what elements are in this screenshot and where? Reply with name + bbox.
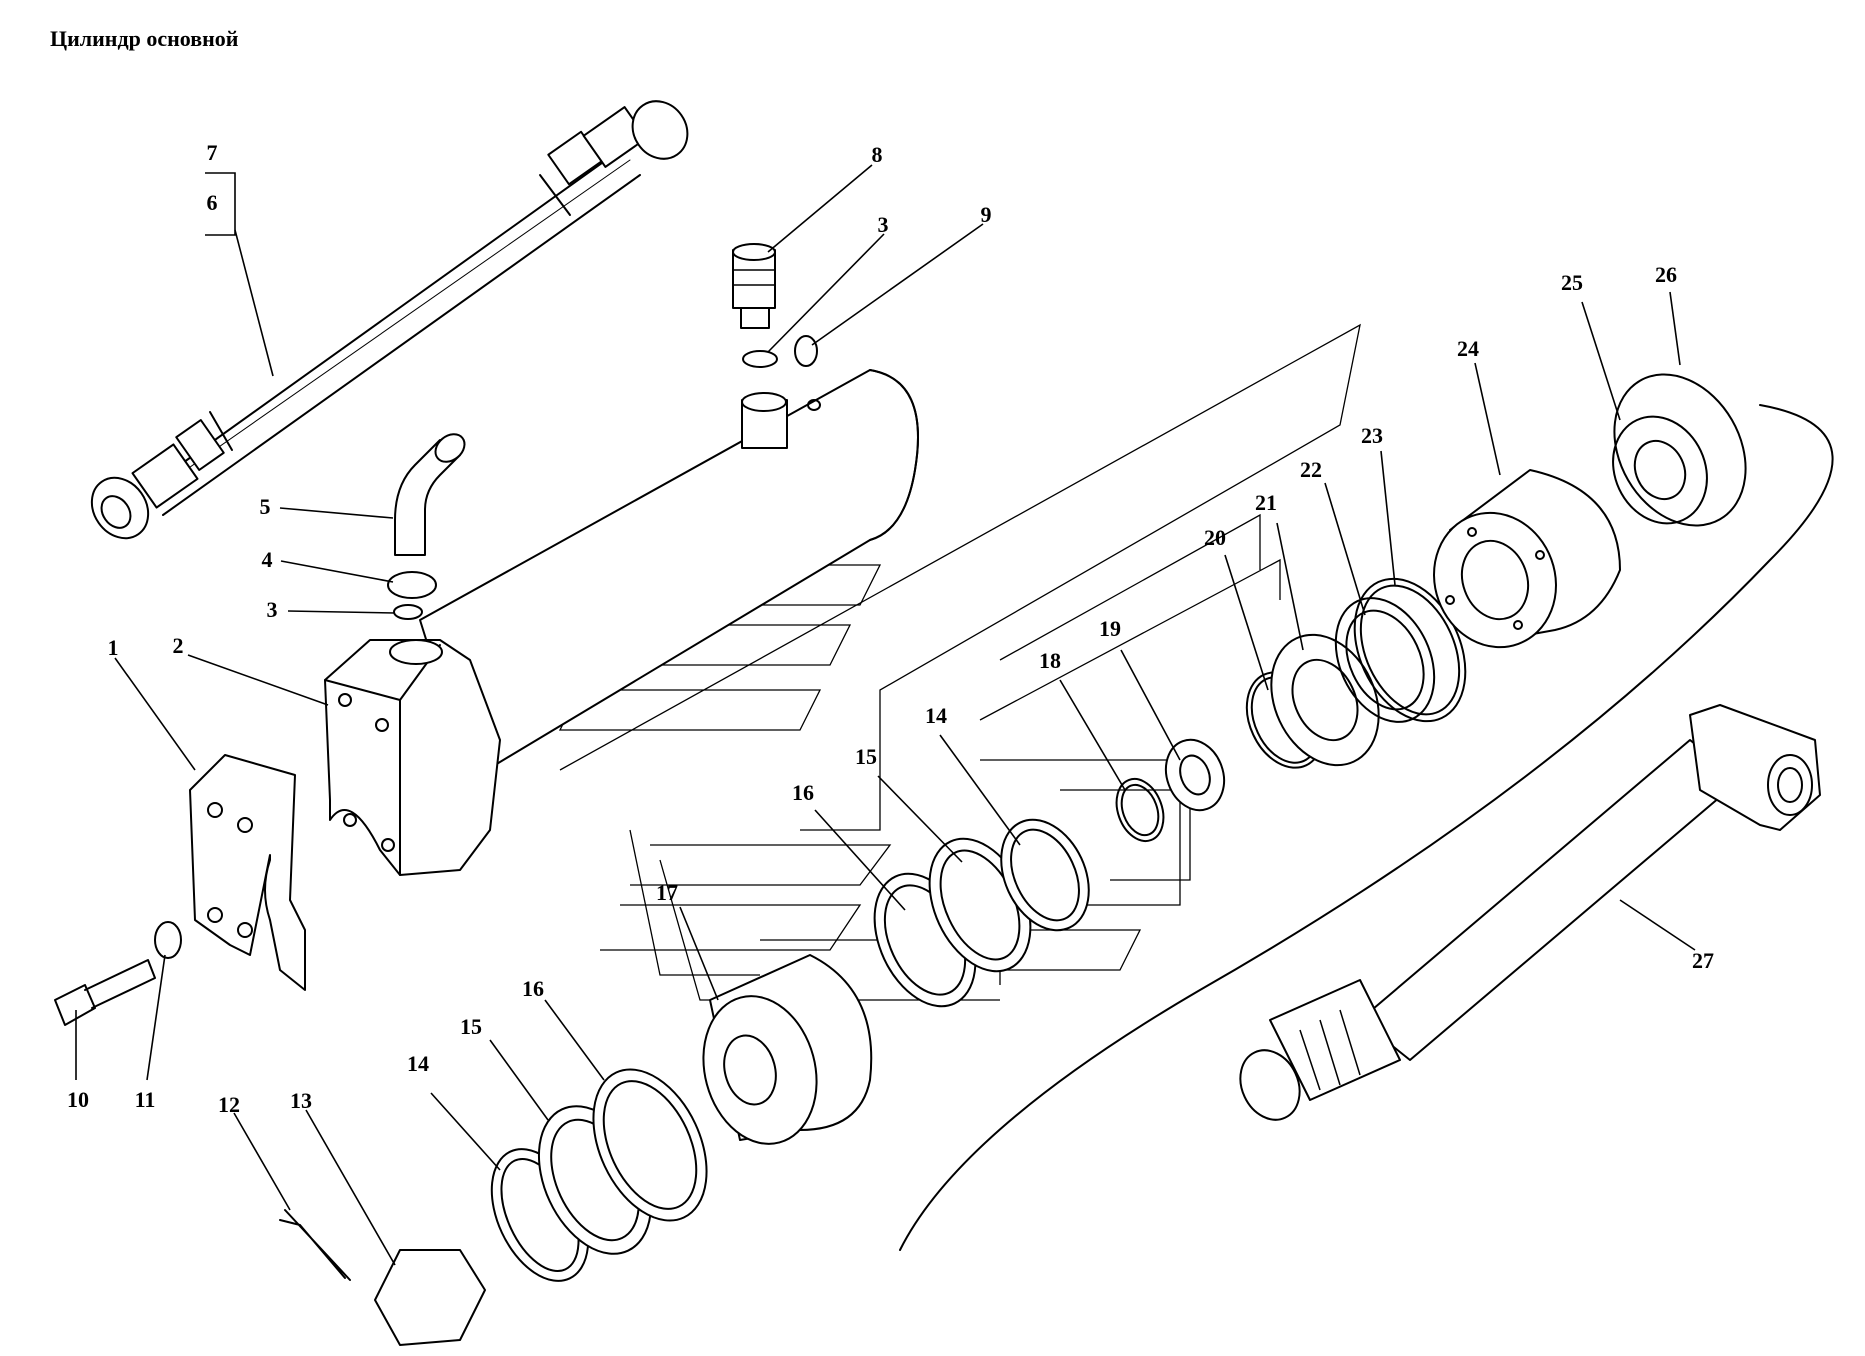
- snap-ring-18: [1115, 778, 1165, 842]
- callout-10: 10: [67, 1087, 89, 1112]
- callout-15-lower: 15: [460, 1014, 482, 1039]
- retaining-ring-26: [1613, 373, 1747, 527]
- castle-nut-13: [374, 1249, 486, 1346]
- callout-2: 2: [173, 633, 184, 658]
- piston-rod-27: [1239, 704, 1821, 1121]
- clamp-half-1: [189, 754, 306, 991]
- piston-17: [702, 954, 873, 1145]
- callout-26: 26: [1655, 262, 1677, 287]
- bushing-21: [1270, 633, 1380, 767]
- cylinder-barrel: [419, 369, 919, 781]
- callout-16-lower: 16: [522, 976, 544, 1001]
- callout-11: 11: [135, 1087, 156, 1112]
- callout-9: 9: [981, 202, 992, 227]
- callout-labels: 1 2 3 3 4 5 6 7 8 9 10 11 12 13 14 14 15…: [67, 140, 1714, 1117]
- callout-21: 21: [1255, 490, 1277, 515]
- callout-17: 17: [656, 880, 678, 905]
- callout-8: 8: [872, 142, 883, 167]
- leader-lines: [75, 164, 1696, 1266]
- bracket-6-7: [205, 172, 236, 236]
- callout-12: 12: [218, 1092, 240, 1117]
- callout-16-upper: 16: [792, 780, 814, 805]
- o-ring-3-lower: [393, 604, 423, 620]
- callout-25: 25: [1561, 270, 1583, 295]
- split-ring-19: [1164, 738, 1226, 812]
- nut-4: [387, 571, 437, 599]
- seal-ring-16-lower: [592, 1068, 708, 1222]
- callout-1: 1: [108, 635, 119, 660]
- wiper-25: [1612, 415, 1708, 525]
- fitting-8: [732, 243, 776, 329]
- callout-18: 18: [1039, 648, 1061, 673]
- callout-15-upper: 15: [855, 744, 877, 769]
- callout-23: 23: [1361, 423, 1383, 448]
- diagram-title: Цилиндр основной: [50, 26, 239, 51]
- callout-22: 22: [1300, 457, 1322, 482]
- callout-6: 6: [207, 190, 218, 215]
- callout-5: 5: [260, 494, 271, 519]
- cylinder-end-block: [324, 639, 501, 876]
- washer-11: [154, 921, 182, 959]
- callout-20: 20: [1204, 525, 1226, 550]
- seal-ring-14-upper: [1000, 818, 1090, 932]
- callout-14-upper: 14: [925, 703, 947, 728]
- hose-assembly: [90, 100, 689, 540]
- hose-loop-line: [899, 404, 1834, 1251]
- callout-7: 7: [207, 140, 218, 165]
- callout-14-lower: 14: [407, 1051, 429, 1076]
- callout-13: 13: [290, 1088, 312, 1113]
- elbow-fitting-5: [394, 433, 466, 556]
- callout-24: 24: [1457, 336, 1479, 361]
- callout-3-upper: 3: [878, 212, 889, 237]
- cotter-pin-12: [279, 1209, 351, 1281]
- callout-3-lower: 3: [267, 597, 278, 622]
- bolt-10: [54, 959, 156, 1026]
- gland-24: [1433, 469, 1621, 649]
- callout-27: 27: [1692, 948, 1714, 973]
- callout-4: 4: [262, 547, 273, 572]
- o-ring-3-upper: [742, 350, 778, 368]
- callout-19: 19: [1099, 616, 1121, 641]
- plug-9: [794, 335, 818, 367]
